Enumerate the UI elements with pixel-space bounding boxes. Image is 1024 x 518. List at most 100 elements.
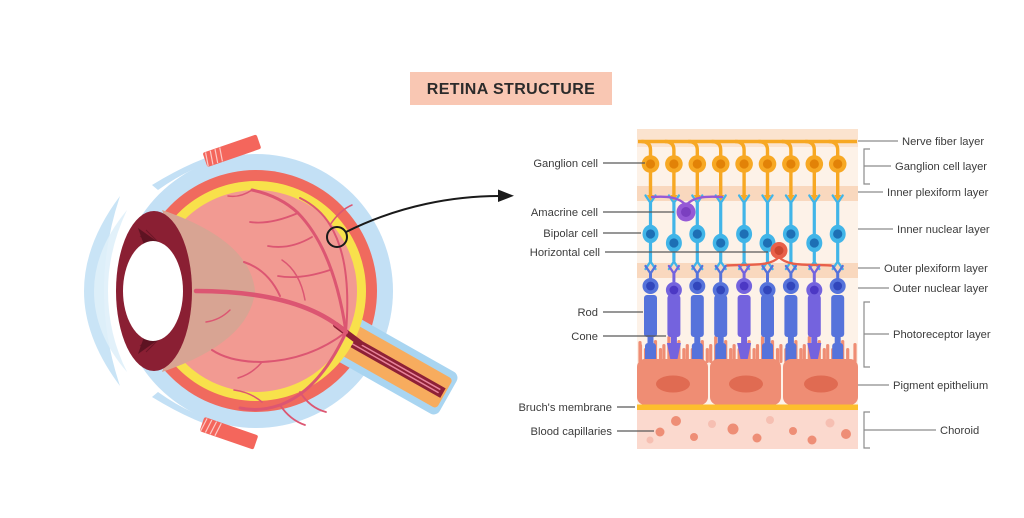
label-inner-plexiform-layer: Inner plexiform layer [887,187,989,199]
bipolar-cell-nucleus [809,238,819,248]
microvillus [705,348,709,363]
bipolar-cell-nucleus [669,238,679,248]
ganglion-cell-process [664,139,676,195]
bipolar-dendrite [737,194,751,205]
ganglion-cell-nucleus [692,159,702,169]
ganglion-cell-nucleus [739,159,749,169]
bipolar-cell-nucleus [786,229,796,239]
ganglion-cell-process [758,139,770,195]
label-amacrine-cell: Amacrine cell [531,207,598,219]
rod-synaptic-terminal [784,264,798,275]
rod-synaptic-terminal [761,264,774,275]
bipolar-cell-nucleus [645,229,656,239]
ganglion-cell-nucleus [645,159,656,169]
microvillus [779,344,783,363]
eye-illustration [84,134,514,450]
label-inner-nuclear-layer: Inner nuclear layer [897,224,990,236]
bipolar-dendrite [808,194,821,205]
bipolar-cell-nucleus [692,229,702,239]
ganglion-cell-process [828,139,840,195]
microvillus [755,344,760,363]
ganglion-axon-terminal [787,195,795,201]
microvillus [802,344,806,363]
ganglion-cell-nucleus [786,159,796,169]
rod-nucleus [716,285,726,295]
bipolar-dendrite [761,194,774,205]
rod-connector [647,335,654,344]
cone-nucleus [739,281,749,291]
bipolar-cell-nucleus [739,229,749,239]
ganglion-cell-nucleus [716,159,726,169]
choroid-band [637,410,858,449]
ganglion-cell-process [641,139,653,195]
rod-synaptic-terminal [831,264,844,275]
rod-synaptic-terminal [691,264,704,275]
title-badge-bg [410,72,612,105]
cone-inner-segment [807,295,821,337]
label-outer-nuclear-layer: Outer nuclear layer [893,283,988,295]
ganglion-cell-process [711,139,723,195]
cone-synaptic-terminal [808,264,821,275]
ganglion-axon-terminal [740,195,748,201]
rod-inner-segment [831,295,845,337]
lens [123,241,183,341]
ganglion-cell-nucleus [762,159,773,169]
zoom-arrow-head-icon [498,189,514,202]
blood-capillaries [646,416,851,445]
cone-outer-segment [737,343,752,369]
label-pigment-epithelium: Pigment epithelium [893,380,988,392]
amacrine-cell [650,195,724,222]
microvillus [662,344,666,363]
rod-synaptic-terminal [714,264,727,275]
microvillus [853,343,857,363]
bipolar-cell-nucleus [716,238,726,248]
label-ganglion-cell-layer: Ganglion cell layer [895,161,987,173]
rod-nucleus [833,281,843,291]
label-cone: Cone [571,331,598,343]
rod-inner-segment [761,295,774,337]
right-leader-lines [858,140,936,449]
rod-nucleus [763,285,772,295]
bracket [863,148,891,185]
retina-diagram [637,129,858,449]
cone-inner-segment [667,295,681,337]
ganglion-cell-process [688,139,699,195]
bipolar-cell-nucleus [762,238,773,248]
ganglion-axon-terminal [764,195,771,201]
title-badge: RETINA STRUCTURE [410,72,612,105]
bipolar-dendrite [831,194,844,205]
cone-outer-segment [807,343,822,369]
cone-synaptic-terminal [667,264,681,275]
rod-connector [787,335,794,344]
rod-inner-segment [690,295,704,337]
cone-connector [811,335,818,344]
label-choroid: Choroid [940,425,979,437]
cone-nucleus [809,285,819,295]
rod-inner-segment [784,295,798,337]
right-labels: Nerve fiber layer Ganglion cell layer In… [858,136,991,449]
rod-nucleus [646,281,655,291]
bruchs-membrane [637,404,858,410]
page-title: RETINA STRUCTURE [427,81,595,98]
ganglion-axon-terminal [834,195,842,201]
bipolar-cells [642,194,846,271]
rod-inner-segment [714,295,728,337]
eye-muscle-bottom [200,417,258,450]
cone-outer-segment [666,343,681,369]
photoreceptors [642,264,846,369]
ganglion-cell-process [735,139,746,195]
bracket [863,301,889,368]
microvillus [685,344,689,363]
bipolar-dendrite [784,194,798,205]
label-bipolar-cell: Bipolar cell [543,228,598,240]
rod-synaptic-terminal [644,264,657,275]
cone-synaptic-terminal [737,264,751,275]
rod-connector [834,335,841,344]
ganglion-cell-nucleus [809,159,819,169]
retinal-blood-vessels [193,188,353,426]
cone-connector [741,335,748,344]
cone-connector [670,335,677,344]
label-blood-capillaries: Blood capillaries [531,426,613,438]
